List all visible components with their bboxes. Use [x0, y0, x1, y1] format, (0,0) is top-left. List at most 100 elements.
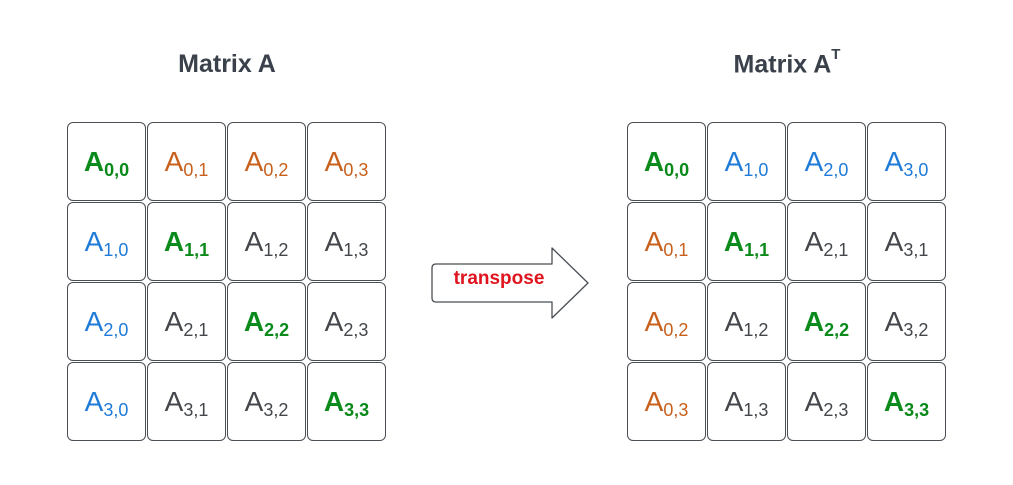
cell-subscript: 2,0: [823, 160, 849, 180]
cell-base: A: [804, 225, 824, 257]
cell-subscript: 1,3: [743, 400, 769, 420]
cell-base: A: [323, 385, 345, 417]
cell-base: A: [164, 305, 184, 337]
cell-subscript: 3,0: [903, 160, 929, 180]
transpose-label: transpose: [453, 268, 545, 289]
matrix-a-title: Matrix A: [97, 50, 357, 79]
matrix-a-transpose-title: Matrix AT: [657, 46, 917, 79]
cell-subscript: 0,1: [183, 160, 209, 180]
cell-base: A: [644, 305, 664, 337]
cell-subscript: 3,2: [263, 400, 289, 420]
cell-subscript: 2,2: [824, 320, 850, 340]
cell-base: A: [644, 225, 664, 257]
transpose-superscript: T: [831, 46, 841, 63]
cell-subscript: 0,2: [663, 320, 689, 340]
cell-subscript: 2,1: [183, 320, 209, 340]
cell-subscript: 0,1: [663, 240, 689, 260]
cell-subscript: 3,3: [344, 400, 370, 420]
cell-subscript: 0,3: [663, 400, 689, 420]
cell-subscript: 1,0: [103, 240, 129, 260]
cell-base: A: [724, 385, 744, 417]
cell-base: A: [884, 145, 904, 177]
cell-base: A: [884, 225, 904, 257]
cell-base: A: [164, 145, 184, 177]
cell-subscript: 3,3: [904, 400, 930, 420]
cell-base: A: [324, 225, 344, 257]
cell-base: A: [244, 145, 264, 177]
cell-subscript: 1,0: [743, 160, 769, 180]
cell-base: A: [723, 225, 745, 257]
cell-subscript: 2,1: [823, 240, 849, 260]
cell-base: A: [884, 305, 904, 337]
matrix-a-title-text: Matrix A: [178, 50, 276, 78]
cell-subscript: 2,3: [343, 320, 369, 340]
cell-base: A: [724, 145, 744, 177]
cell-base: A: [84, 305, 104, 337]
cell-base: A: [804, 385, 824, 417]
cell-subscript: 0,3: [343, 160, 369, 180]
cell-base: A: [83, 145, 105, 177]
right-arrow-icon: [431, 247, 589, 319]
cell-subscript: 1,2: [743, 320, 769, 340]
cell-subscript: 3,1: [903, 240, 929, 260]
cell-subscript: 1,2: [263, 240, 289, 260]
cell-base: A: [644, 385, 664, 417]
cell-subscript: 2,3: [823, 400, 849, 420]
cell-subscript: 3,0: [103, 400, 129, 420]
cell-base: A: [324, 145, 344, 177]
cell-base: A: [883, 385, 905, 417]
cell-base: A: [803, 305, 825, 337]
cell-base: A: [643, 145, 665, 177]
cell-subscript: 0,2: [263, 160, 289, 180]
cell-subscript: 0,0: [104, 160, 130, 180]
cell-base: A: [163, 225, 185, 257]
cell-subscript: 3,1: [183, 400, 209, 420]
cell-subscript: 1,1: [744, 240, 770, 260]
cell-base: A: [243, 305, 265, 337]
cell-base: A: [324, 305, 344, 337]
matrix-at-title-text: Matrix A: [733, 50, 832, 79]
cell-base: A: [164, 385, 184, 417]
cell-base: A: [84, 385, 104, 417]
cell-subscript: 2,0: [103, 320, 129, 340]
cell-subscript: 1,3: [343, 240, 369, 260]
cell-base: A: [244, 385, 264, 417]
cell-subscript: 3,2: [903, 320, 929, 340]
cell-base: A: [244, 225, 264, 257]
cell-subscript: 0,0: [664, 160, 690, 180]
cell-base: A: [804, 145, 824, 177]
cell-base: A: [724, 305, 744, 337]
cell-subscript: 1,1: [184, 240, 210, 260]
